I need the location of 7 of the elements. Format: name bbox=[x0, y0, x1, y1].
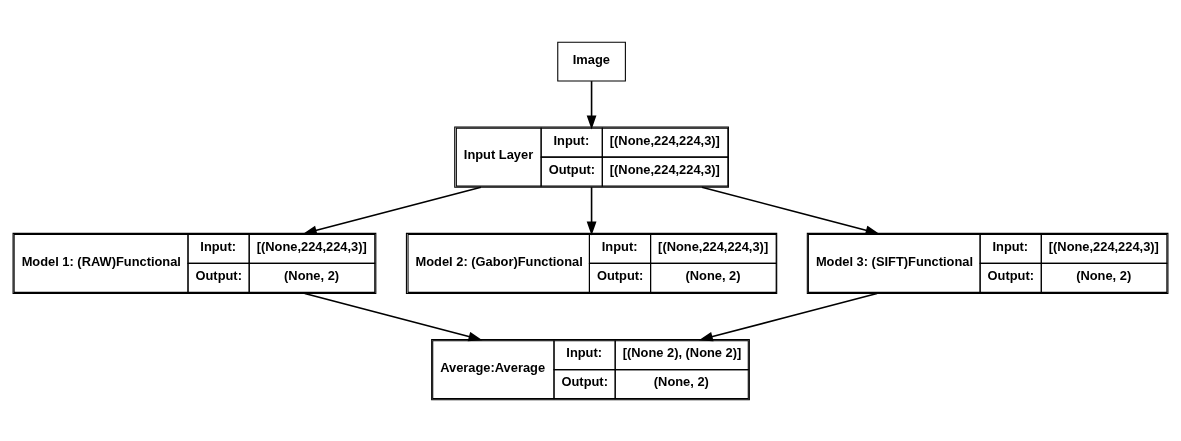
arrow bbox=[586, 185, 597, 236]
arrow bbox=[698, 292, 878, 341]
arrow bbox=[701, 185, 880, 235]
arrow bbox=[302, 185, 482, 235]
node-box: Image bbox=[557, 41, 626, 81]
arrow bbox=[586, 79, 597, 129]
arrow bbox=[303, 292, 483, 341]
